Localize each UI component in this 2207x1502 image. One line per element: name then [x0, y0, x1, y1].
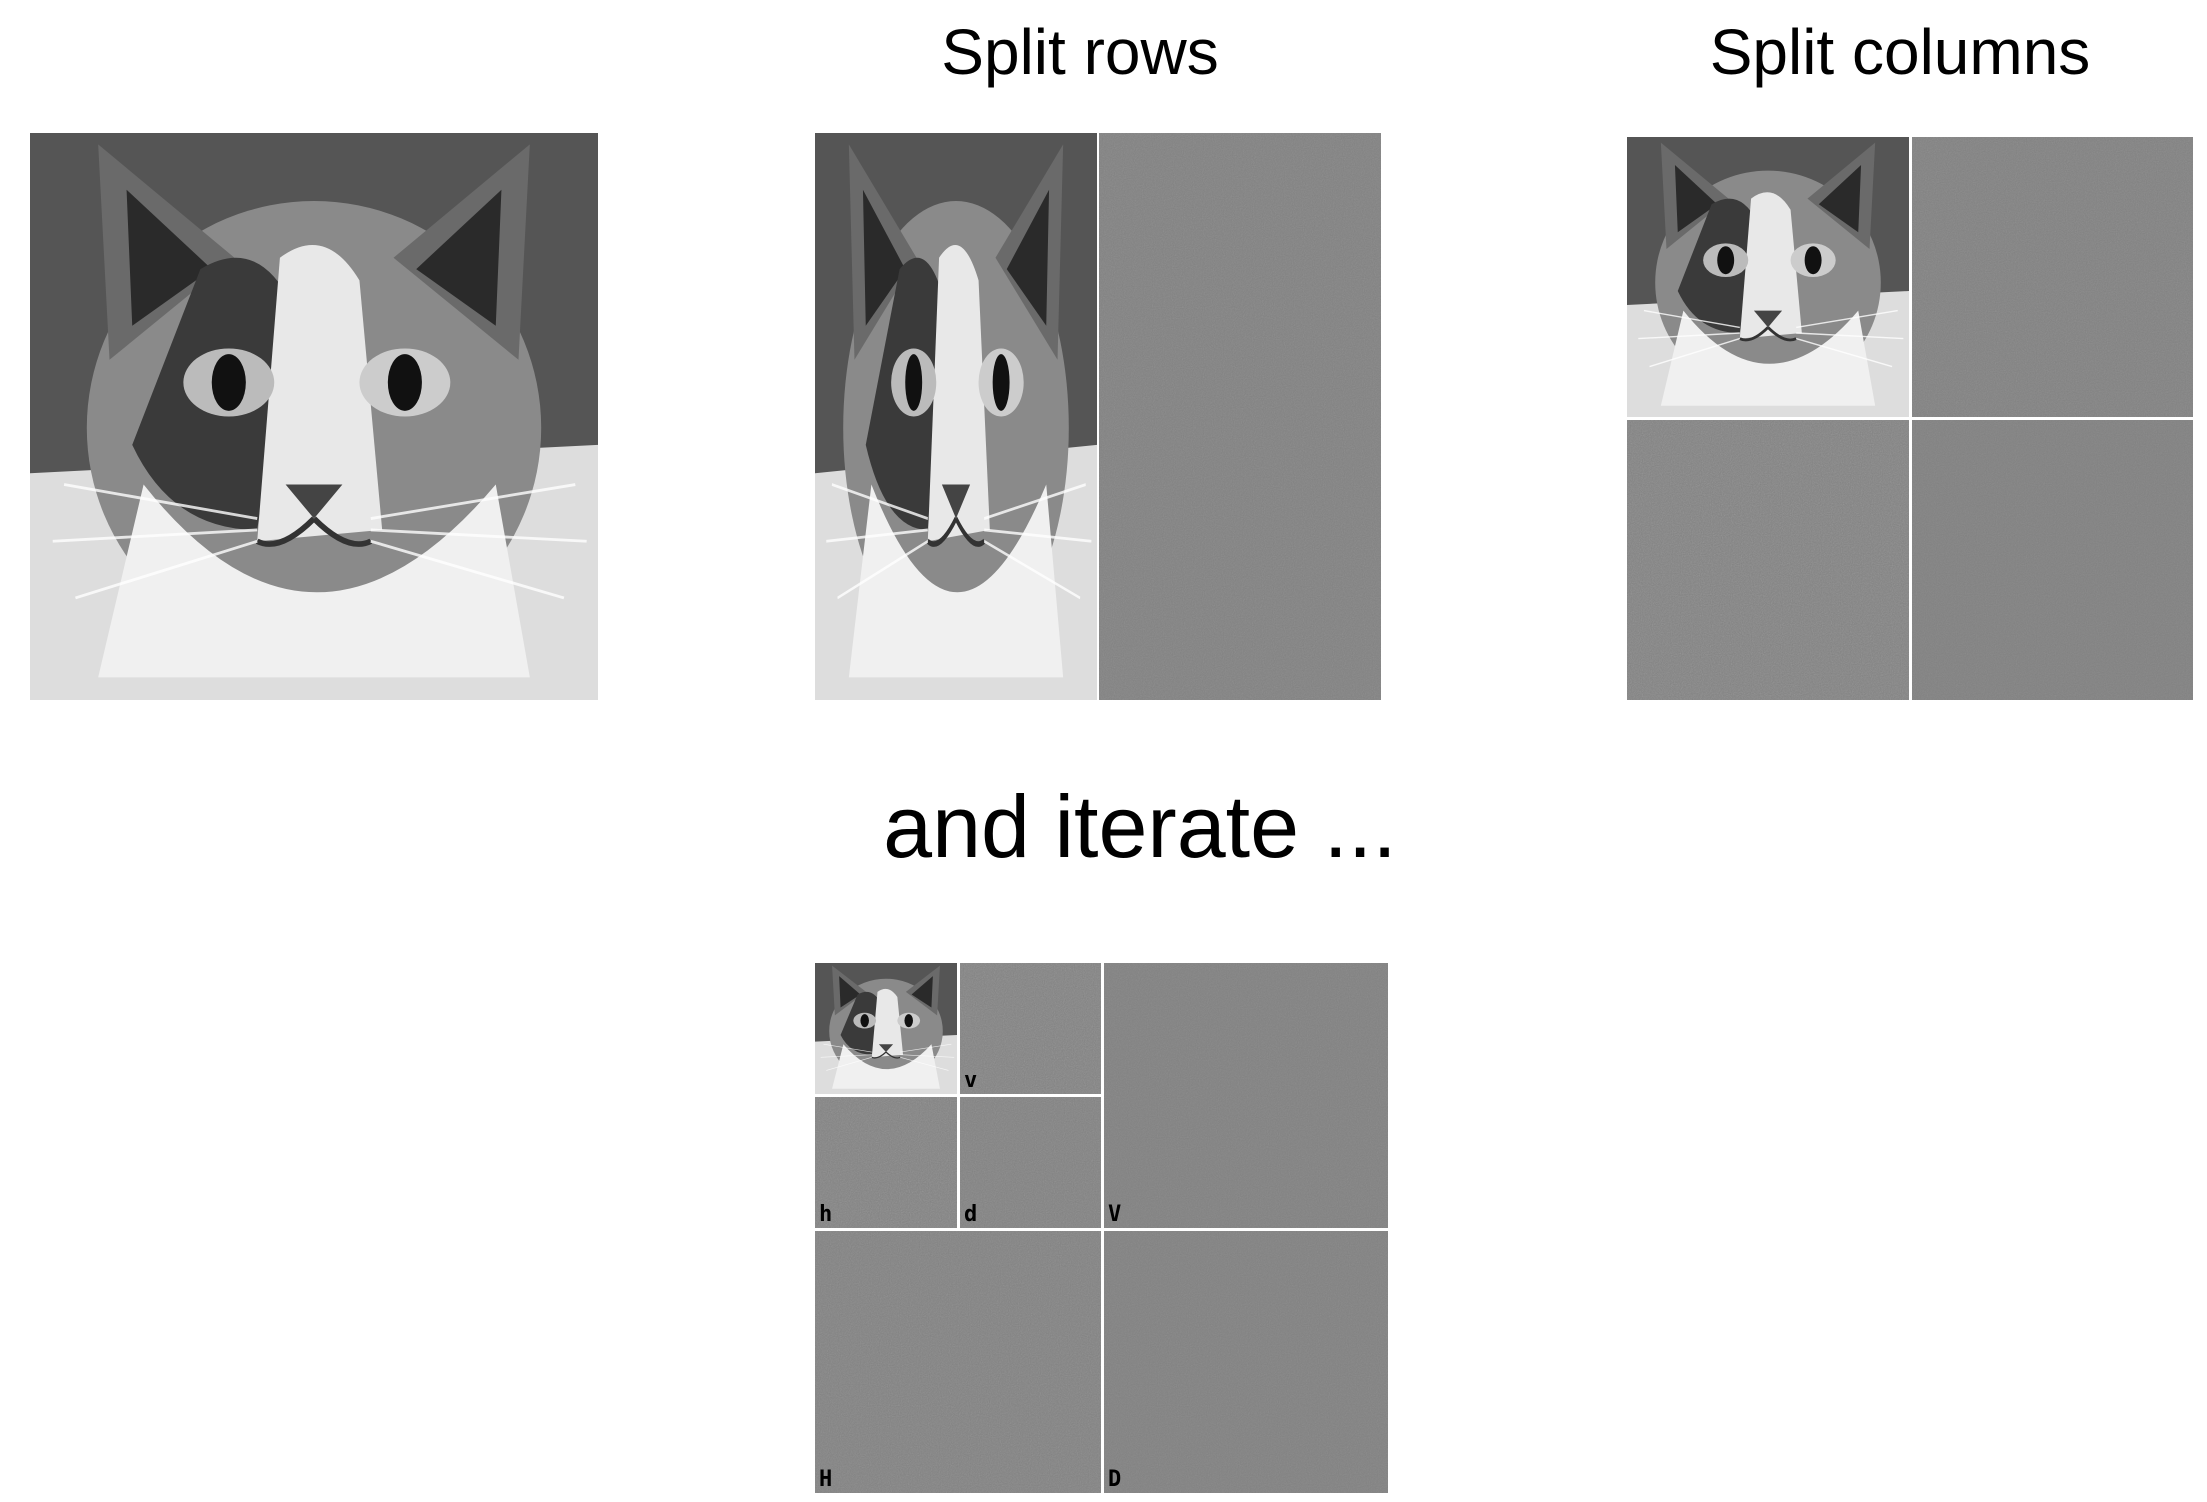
- level2-vertical-detail: v: [960, 963, 1101, 1094]
- label-level1-d: D: [1108, 1467, 1122, 1492]
- label-level1-h: H: [819, 1467, 833, 1492]
- columns-vertical-detail: [1912, 137, 2193, 417]
- label-level1-v: V: [1108, 1202, 1122, 1227]
- original-cat-image: [30, 133, 598, 700]
- level1-horizontal-detail: H: [815, 1231, 1101, 1493]
- iterate-title: and iterate ...: [883, 777, 1397, 876]
- columns-horizontal-detail: [1627, 420, 1909, 700]
- level1-diagonal-detail: D: [1104, 1231, 1388, 1493]
- split-columns-title: Split columns: [1709, 16, 2091, 88]
- columns-approximation-image: [1627, 137, 1909, 417]
- split-columns-panel: [1627, 137, 2193, 700]
- level2-horizontal-detail: h: [815, 1097, 957, 1228]
- label-level2-v: v: [964, 1068, 978, 1093]
- level2-diagonal-detail: d: [960, 1097, 1101, 1228]
- rows-detail-image: [1099, 133, 1381, 700]
- label-level2-h: h: [819, 1202, 833, 1227]
- label-level2-d: d: [964, 1202, 978, 1227]
- split-rows-title: Split rows: [941, 16, 1219, 88]
- split-rows-panel: [815, 133, 1381, 700]
- iterated-decomposition-panel: v h d V H D: [815, 963, 1388, 1493]
- rows-low-pass-image: [815, 133, 1097, 700]
- level1-vertical-detail: V: [1104, 963, 1388, 1228]
- level2-approximation-image: [815, 963, 957, 1094]
- columns-diagonal-detail: [1912, 420, 2193, 700]
